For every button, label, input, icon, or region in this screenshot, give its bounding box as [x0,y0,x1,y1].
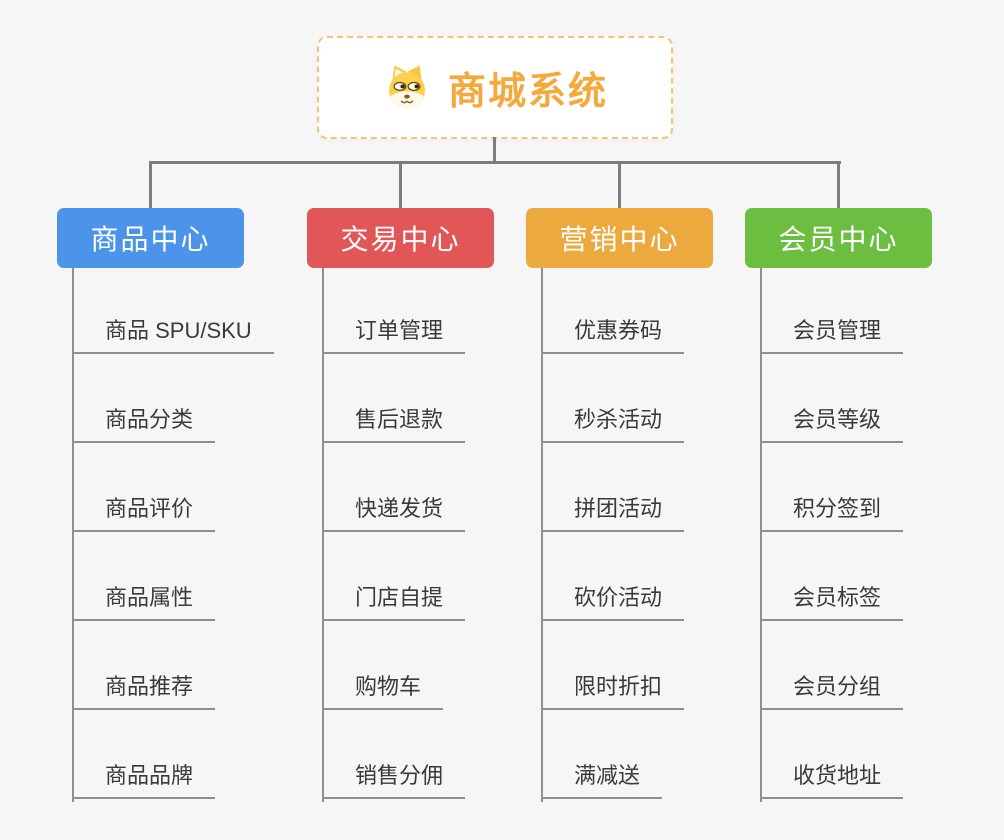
leaf-row: 售后退款 [322,354,466,443]
leaf-node[interactable]: 购物车 [322,669,444,710]
leaf-node[interactable]: 砍价活动 [541,580,685,621]
branch-connector-line [399,161,402,208]
leaf-row: 会员管理 [760,268,904,354]
leaf-row: 会员分组 [760,621,904,710]
leaf-row: 收货地址 [760,710,904,799]
leaf-row: 满减送 [541,710,684,799]
leaf-node[interactable]: 门店自提 [322,580,466,621]
leaf-row: 门店自提 [322,532,466,621]
leaf-node[interactable]: 商品分类 [72,402,216,443]
leaf-row: 积分签到 [760,443,904,532]
category-label: 交易中心 [340,224,461,255]
leaf-row: 优惠券码 [541,268,685,354]
leaf-list: 优惠券码秒杀活动拼团活动砍价活动限时折扣满减送 [541,268,685,799]
leaf-node[interactable]: 会员等级 [760,402,904,443]
leaf-node[interactable]: 商品推荐 [72,669,216,710]
root-title: 商城系统 [447,71,608,113]
leaf-node[interactable]: 订单管理 [322,313,466,354]
leaf-node[interactable]: 收货地址 [760,758,904,799]
leaf-node[interactable]: 会员标签 [760,580,904,621]
leaf-node[interactable]: 商品属性 [72,580,216,621]
leaf-node[interactable]: 限时折扣 [541,669,685,710]
leaf-row: 快递发货 [322,443,466,532]
branch-2: 交易中心 订单管理售后退款快递发货门店自提购物车销售分佣 [307,161,494,811]
leaf-node[interactable]: 秒杀活动 [541,402,685,443]
leaf-row: 会员标签 [760,532,904,621]
leaf-row: 销售分佣 [322,710,466,799]
leaf-node[interactable]: 商品评价 [72,491,216,532]
leaf-row: 拼团活动 [541,443,685,532]
leaf-row: 购物车 [322,621,465,710]
leaf-connector-line [760,268,762,802]
root-connector-line [493,137,496,164]
leaf-connector-line [72,268,74,802]
branch-1: 商品中心 商品 SPU/SKU 商品分类商品评价商品属性商品推荐商品品牌 [57,161,274,811]
leaf-row: 订单管理 [322,268,466,354]
leaf-connector-line [541,268,543,802]
category-box-1[interactable]: 商品中心 [57,208,244,268]
category-label: 商品中心 [90,224,211,255]
root-node[interactable]: 商城系统 [317,36,673,139]
category-box-2[interactable]: 交易中心 [307,208,494,268]
leaf-node[interactable]: 商品品牌 [72,758,216,799]
dog-icon [389,64,425,108]
leaf-row: 商品 SPU/SKU [72,268,274,354]
leaf-list: 订单管理售后退款快递发货门店自提购物车销售分佣 [322,268,466,799]
leaf-node[interactable]: 优惠券码 [541,313,685,354]
leaf-row: 砍价活动 [541,532,685,621]
leaf-list: 会员管理会员等级积分签到会员标签会员分组收货地址 [760,268,904,799]
leaf-node[interactable]: 会员分组 [760,669,904,710]
category-label: 会员中心 [778,224,899,255]
leaf-row: 秒杀活动 [541,354,685,443]
leaf-row: 商品分类 [72,354,274,443]
leaf-node[interactable]: 会员管理 [760,313,904,354]
leaf-list: 商品 SPU/SKU 商品分类商品评价商品属性商品推荐商品品牌 [72,268,274,799]
leaf-connector-line [322,268,324,802]
leaf-row: 商品品牌 [72,710,274,799]
leaf-node[interactable]: 快递发货 [322,491,466,532]
leaf-row: 商品推荐 [72,621,274,710]
trunk-line [150,161,841,164]
leaf-row: 商品属性 [72,532,274,621]
branch-connector-line [618,161,621,208]
category-box-4[interactable]: 会员中心 [745,208,932,268]
leaf-node[interactable]: 商品 SPU/SKU [72,313,274,354]
leaf-node[interactable]: 拼团活动 [541,491,685,532]
leaf-node[interactable]: 售后退款 [322,402,466,443]
branch-connector-line [837,161,840,208]
category-label: 营销中心 [559,224,680,255]
branch-3: 营销中心 优惠券码秒杀活动拼团活动砍价活动限时折扣满减送 [526,161,713,811]
leaf-row: 商品评价 [72,443,274,532]
branch-4: 会员中心 会员管理会员等级积分签到会员标签会员分组收货地址 [745,161,932,811]
leaf-row: 会员等级 [760,354,904,443]
leaf-node[interactable]: 积分签到 [760,491,904,532]
leaf-node[interactable]: 销售分佣 [322,758,466,799]
branch-connector-line [149,161,152,208]
leaf-row: 限时折扣 [541,621,685,710]
category-box-3[interactable]: 营销中心 [526,208,713,268]
leaf-node[interactable]: 满减送 [541,758,663,799]
